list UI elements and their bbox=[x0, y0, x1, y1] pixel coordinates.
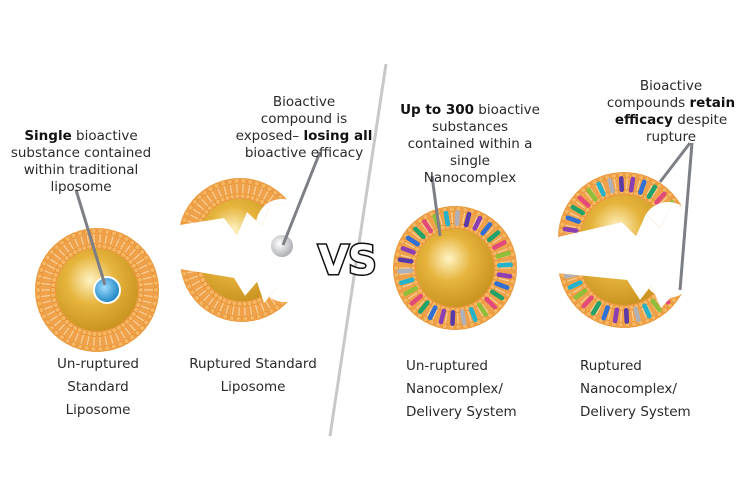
unruptured-liposome bbox=[35, 228, 159, 352]
ruptured-nanocomplex bbox=[558, 172, 694, 328]
unruptured-nanocomplex bbox=[393, 206, 517, 330]
ruptured-liposome bbox=[178, 178, 302, 322]
lipid-heads-1 bbox=[35, 228, 159, 352]
bioactive-dot-grey bbox=[269, 233, 295, 259]
vs-text: VS bbox=[317, 237, 379, 286]
pointer-retain-1 bbox=[658, 142, 692, 183]
pointer-exposed bbox=[281, 151, 322, 246]
pointer-single bbox=[74, 189, 107, 286]
bioactive-dot-blue bbox=[93, 276, 121, 304]
pointer-retain-2 bbox=[678, 142, 694, 291]
divider-line bbox=[328, 63, 388, 437]
label-compound-exposed: Bioactive compound is exposed– losing al… bbox=[235, 94, 373, 161]
caption-unruptured-nanocomplex: Un-ruptured Nanocomplex/ Delivery System bbox=[406, 358, 517, 420]
pointer-upto bbox=[430, 175, 442, 237]
caption-ruptured-liposome: Ruptured Standard Liposome bbox=[189, 356, 317, 395]
caption-unruptured-liposome: Un-ruptured Standard Liposome bbox=[57, 356, 139, 418]
label-single-bioactive: Single bioactive substance contained wit… bbox=[10, 128, 152, 195]
label-up-to-300: Up to 300 bioactive substances contained… bbox=[400, 102, 540, 186]
label-retain-efficacy: Bioactive compounds retain efficacy desp… bbox=[606, 78, 736, 145]
caption-ruptured-nanocomplex: Ruptured Nanocomplex/ Delivery System bbox=[580, 358, 691, 420]
